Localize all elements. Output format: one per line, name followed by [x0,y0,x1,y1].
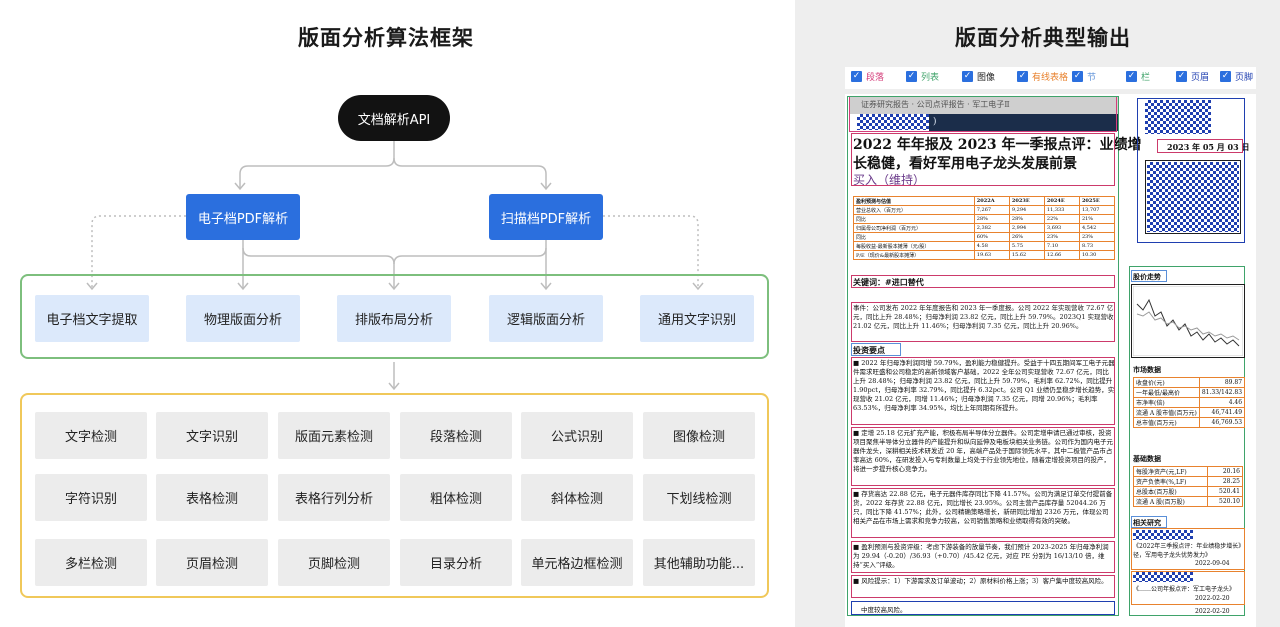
doc-bullet-4: ■ 盈利预测与投资评级：考虑下游装备的放量节奏，我们预计 2023-2025 年… [853,543,1109,569]
capability-node: 段落检测 [400,412,512,459]
doc-date: 2023 年 05 月 03 日 [1167,142,1250,152]
capability-node: 粗体检测 [400,474,512,521]
capability-node: 页眉检测 [156,539,268,586]
capability-node: 字符识别 [35,474,147,521]
capability-node: 多栏检测 [35,539,147,586]
checkbox-icon[interactable]: ✓ [1176,71,1187,82]
side-section-research: 相关研究 [1133,518,1161,527]
legend-label: 节 [1087,73,1097,83]
legend-label: 栏 [1141,73,1151,83]
research-item: 径，军用电子龙头优势发力》 [1133,552,1212,559]
analysis-stage-group [20,274,769,359]
checkbox-icon[interactable]: ✓ [1220,71,1231,82]
basic-table: 每股净资产(元,LF)20.16 资产负债率(%,LF)28.25 总股本(百万… [1132,466,1243,507]
checkbox-icon[interactable]: ✓ [851,71,862,82]
capability-group [20,393,769,598]
capability-node: 斜体检测 [521,474,633,521]
side-section-market: 市场数据 [1133,365,1161,374]
capability-node: 文字识别 [156,412,268,459]
legend-item[interactable]: ✓ 页脚 [1220,70,1253,83]
research-date: 2022-02-20 [1195,608,1230,615]
legend-label: 图像 [977,73,996,83]
legend-item[interactable]: ✓ 页眉 [1176,70,1209,83]
research-date: 2022-02-20 [1195,595,1230,602]
doc-header: 证券研究报告 · 公司点评报告 · 军工电子Ⅱ [861,100,1010,109]
capability-node: 下划线检测 [643,474,755,521]
stamp-image [1145,100,1211,134]
legend-item[interactable]: ✓ 有线表格 [1017,70,1068,83]
doc-title-line1: 2022 年年报及 2023 年一季报点评：业绩增 [853,137,1142,153]
doc-keywords: 关键词：#进口替代 [853,277,924,287]
research-item: 《……公司年报点评：军工电子龙头》 [1133,586,1236,593]
side-section-basic: 基础数据 [1133,454,1161,463]
legend-item[interactable]: ✓ 节 [1072,70,1096,83]
framework-panel: 版面分析算法框架 文档解析API 电子档PDF解析 扫描档PDF解析 电子档文字… [20,26,769,598]
legend-item[interactable]: ✓ 栏 [1126,70,1150,83]
logo-image [857,114,929,130]
legend-label: 段落 [866,73,885,83]
checkbox-icon[interactable]: ✓ [1126,71,1137,82]
stock-trend-chart [1133,286,1243,356]
stage-node: 电子档文字提取 [35,295,149,342]
capability-node: 表格行列分析 [278,474,390,521]
scanned-pdf-node: 扫描档PDF解析 [489,194,603,240]
checkbox-icon[interactable]: ✓ [906,71,917,82]
doc-bullet-2: ■ 定增 25.18 亿元扩充产能，积极布局半导体分立器件。公司定增申请已通过审… [853,429,1113,473]
legend-label: 页眉 [1191,73,1210,83]
capability-node: 单元格边框检测 [521,539,633,586]
doc-event: 事件：公司发布 2022 年年度报告和 2023 年一季度报。公司 2022 年… [853,304,1114,330]
legend-item[interactable]: ✓ 图像 [962,70,995,83]
side-section-trend: 股价走势 [1133,272,1161,281]
checkbox-icon[interactable]: ✓ [962,71,973,82]
stage-node: 逻辑版面分析 [489,295,603,342]
doc-bullet-5: ■ 风险提示：1）下游需求及订单波动；2）原材料价格上涨；3）客户集中度较高风险… [853,577,1108,585]
stage-node: 通用文字识别 [640,295,754,342]
legend-label: 列表 [921,73,940,83]
legend-item[interactable]: ✓ 列表 [906,70,939,83]
doc-section-label: 投资要点 [853,345,885,355]
checkbox-icon[interactable]: ✓ [1072,71,1083,82]
capability-node: 表格检测 [156,474,268,521]
doc-bullet-3: ■ 存货高达 22.88 亿元，电子元器件库存同比下降 41.57%。公司为满足… [853,490,1113,525]
capability-node: 公式识别 [521,412,633,459]
legend-label: 有线表格 [1032,73,1069,83]
doc-footer: 中度较高风险。 [861,606,907,614]
legend-item[interactable]: ✓ 段落 [851,70,884,83]
capability-node: 图像检测 [643,412,755,459]
stage-node: 排版布局分析 [337,295,451,342]
capability-node: 页脚检测 [278,539,390,586]
doc-rating: 买入（维持） [853,173,926,187]
research-item: 《2022年三季报点评：年业绩稳步增长》 [1133,543,1243,550]
output-panel: 版面分析典型输出 ✓ 段落 ✓ 列表 ✓ 图像 ✓ 有线表格 ✓ 节 ✓ 栏 ✓… [795,0,1280,627]
capability-node: 其他辅助功能... [643,539,755,586]
output-title: 版面分析典型输出 [955,26,1131,50]
doc-title-line2: 长稳健，看好军用电子龙头发展前景 [853,156,1077,172]
electronic-pdf-node: 电子档PDF解析 [186,194,300,240]
doc-bullet-1: ■ 2022 年归母净利润同增 59.79%，盈利能力稳健提升。受益于十四五期间… [853,359,1115,412]
research-date: 2022-09-04 [1195,560,1230,567]
framework-connectors [86,141,704,391]
api-node: 文档解析API [338,95,450,141]
legend-label: 页脚 [1235,73,1254,83]
document-preview: 证券研究报告 · 公司点评报告 · 军工电子Ⅱ ) 2022 年年报及 2023… [845,94,1256,627]
checkbox-icon[interactable]: ✓ [1017,71,1028,82]
framework-title: 版面分析算法框架 [298,26,474,50]
capability-node: 目录分析 [400,539,512,586]
capability-node: 版面元素检测 [278,412,390,459]
legend-bar: ✓ 段落 ✓ 列表 ✓ 图像 ✓ 有线表格 ✓ 节 ✓ 栏 ✓ 页眉 ✓ 页脚 [845,67,1256,89]
stage-node: 物理版面分析 [186,295,300,342]
capability-node: 文字检测 [35,412,147,459]
qr-image [1147,162,1239,232]
